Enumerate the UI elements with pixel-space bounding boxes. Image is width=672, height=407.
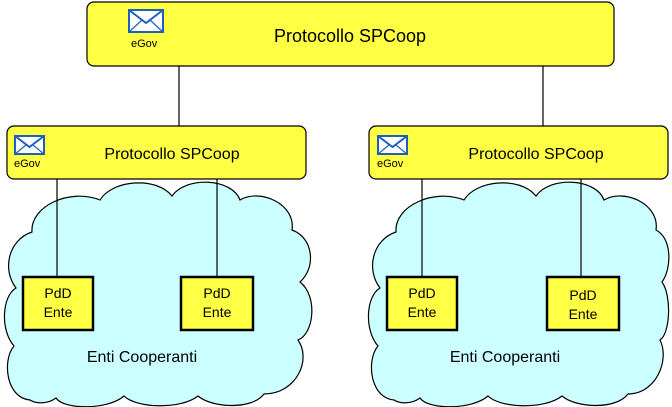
pdd-label: PdD — [408, 285, 435, 301]
cloud-right — [367, 181, 670, 407]
pdd-ente-box: PdD Ente — [385, 275, 459, 332]
icon-label: eGov — [377, 158, 404, 170]
pdd-ente-box: PdD Ente — [179, 275, 255, 332]
envelope-icon — [128, 9, 164, 33]
icon-label: eGov — [131, 38, 158, 50]
protocol-node-left: eGov Protocollo SPCoop — [6, 125, 307, 180]
cloud-label: Enti Cooperanti — [450, 349, 560, 366]
node-title: Protocollo SPCoop — [104, 146, 239, 163]
cloud-left — [3, 181, 313, 407]
envelope-icon — [14, 135, 45, 155]
ente-label: Ente — [569, 306, 598, 322]
node-title: Protocollo SPCoop — [468, 146, 603, 163]
pdd-label: PdD — [203, 285, 230, 301]
icon-label: eGov — [14, 158, 41, 170]
ente-label: Ente — [203, 304, 232, 320]
cloud-label: Enti Cooperanti — [87, 349, 197, 366]
ente-label: Ente — [408, 304, 437, 320]
pdd-ente-box: PdD Ente — [21, 275, 95, 332]
ente-label: Ente — [44, 304, 73, 320]
protocol-node-right: eGov Protocollo SPCoop — [368, 125, 669, 180]
protocol-node-top: eGov Protocollo SPCoop — [86, 1, 615, 67]
pdd-ente-box: PdD Ente — [545, 275, 621, 332]
envelope-icon — [377, 135, 408, 155]
node-title: Protocollo SPCoop — [274, 26, 426, 46]
pdd-label: PdD — [569, 287, 596, 303]
pdd-label: PdD — [44, 285, 71, 301]
